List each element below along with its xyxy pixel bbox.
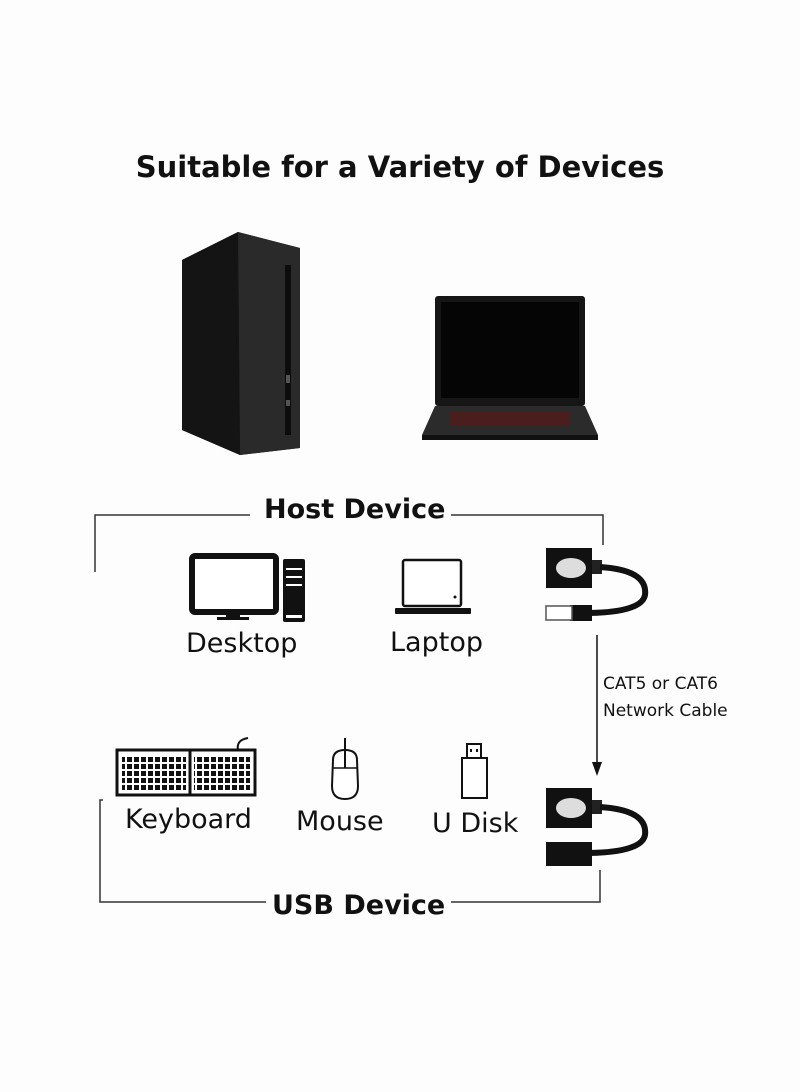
cable-label-line1: CAT5 or CAT6: [603, 674, 718, 694]
keyboard-icon: [115, 737, 257, 797]
usb-bracket-line: [99, 799, 268, 903]
host-bracket-line: [94, 514, 250, 572]
laptop-photo: [422, 296, 598, 440]
tower-pc-photo: [182, 232, 300, 455]
u-disk-label: U Disk: [432, 808, 519, 839]
desktop-computer-icon: [189, 553, 305, 622]
mouse-icon: [330, 738, 360, 801]
host-device-heading: Host Device: [258, 494, 452, 525]
usb-drive-icon: [461, 743, 488, 799]
cable-label-line2: Network Cable: [603, 701, 728, 721]
page-title: Suitable for a Variety of Devices: [135, 150, 665, 184]
keyboard-label: Keyboard: [125, 804, 252, 835]
usb-extender-receiver-icon: [546, 788, 649, 866]
usb-device-heading: USB Device: [266, 890, 452, 921]
mouse-label: Mouse: [296, 806, 384, 837]
laptop-label: Laptop: [390, 627, 483, 658]
desktop-label: Desktop: [186, 628, 298, 659]
laptop-icon: [395, 558, 471, 614]
usb-extender-transmitter-icon: [545, 548, 649, 621]
